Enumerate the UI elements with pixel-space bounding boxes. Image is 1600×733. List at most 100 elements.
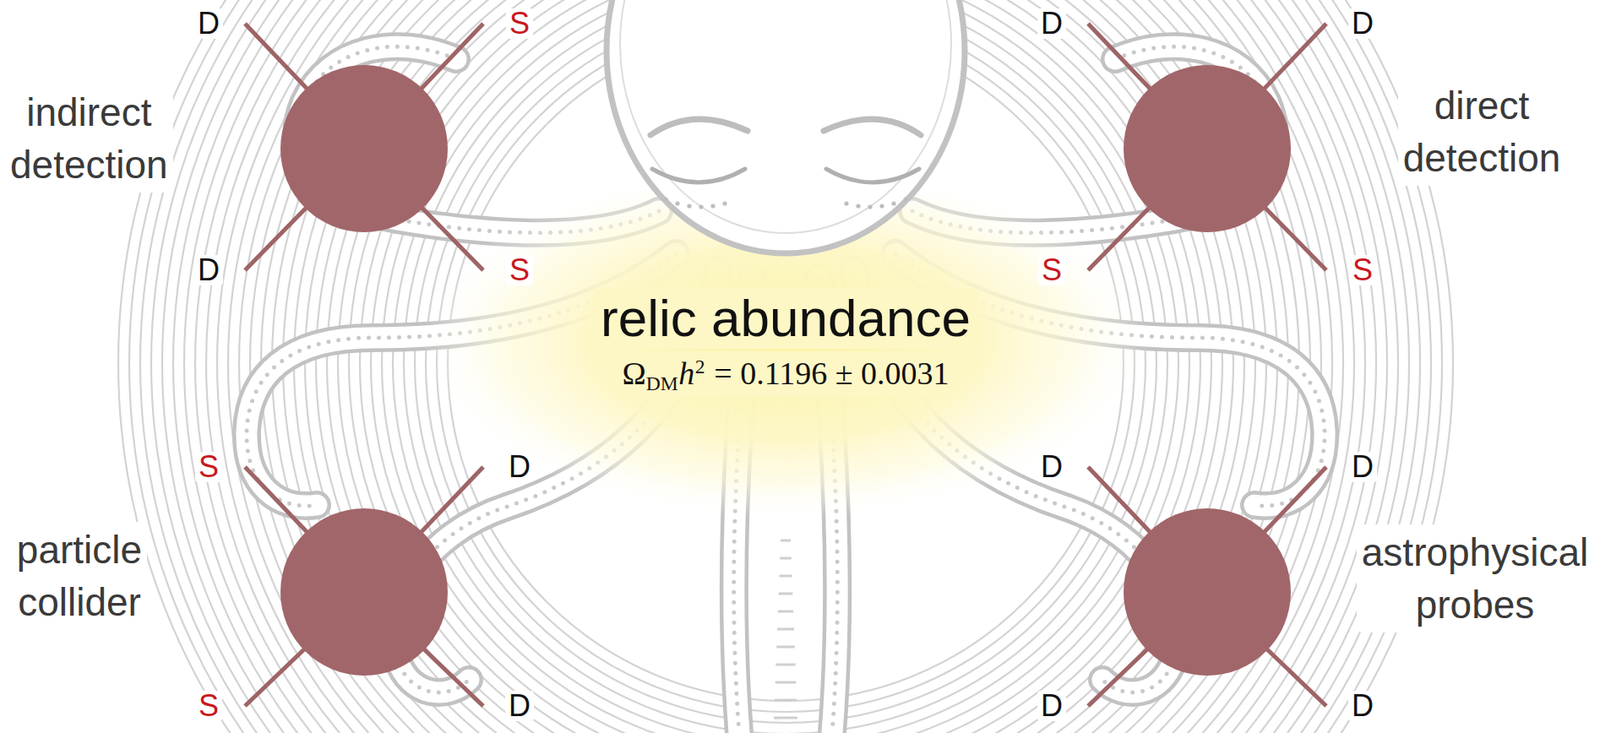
particle-label: D xyxy=(194,8,224,39)
particle-label-holder: D xyxy=(194,255,224,286)
probe-label: direct detection xyxy=(1398,77,1567,186)
face-dot xyxy=(867,204,872,209)
face-left xyxy=(650,119,748,209)
interaction-vertex: indirect detection xyxy=(280,65,448,233)
vertex-blob xyxy=(1123,65,1291,233)
particle-label: D xyxy=(1348,8,1377,39)
relic-heading: relic abundance xyxy=(592,288,980,349)
ring-line xyxy=(140,0,1432,733)
particle-label-holder: S xyxy=(506,8,534,39)
ring-lines xyxy=(118,0,1454,733)
head-outline xyxy=(606,0,965,254)
octopus-head xyxy=(606,0,965,254)
particle-label: D xyxy=(1037,691,1067,722)
particle-label: D xyxy=(505,691,534,722)
face-dot xyxy=(698,204,703,209)
probe-label-holder: indirect detection xyxy=(5,84,174,193)
face-dot xyxy=(674,201,680,206)
vertex-blob-frame xyxy=(1123,65,1291,233)
probe-label-holder: direct detection xyxy=(1398,77,1567,186)
head-inner-line xyxy=(620,0,952,234)
ring-line xyxy=(261,0,1311,733)
ladder-line xyxy=(776,646,795,649)
particle-label: S xyxy=(506,8,534,39)
ladder-line xyxy=(775,663,795,667)
particle-label-holder: D xyxy=(1037,8,1067,39)
formula-part: DM xyxy=(646,370,679,398)
ring-line xyxy=(173,0,1399,733)
particle-label: S xyxy=(195,691,223,722)
probe-label-holder: particle collider xyxy=(11,522,147,631)
particle-label: D xyxy=(1037,8,1067,39)
particle-label-holder: D xyxy=(1348,451,1377,483)
ring-line xyxy=(206,0,1366,733)
ring-line xyxy=(129,0,1443,733)
formula-part: = 0.1196 ± 0.0031 xyxy=(713,353,949,395)
ladder-line xyxy=(777,628,795,632)
particle-label-holder: D xyxy=(505,691,534,722)
particle-label: S xyxy=(506,255,534,286)
formula-part: 2 xyxy=(695,353,706,381)
particle-label-holder: D xyxy=(1348,8,1377,39)
face-dot xyxy=(843,201,849,206)
vertex-blob xyxy=(280,65,448,233)
formula-holder: ΩDMh2= 0.1196 ± 0.0031 xyxy=(613,351,958,397)
particle-label-holder: S xyxy=(195,691,223,722)
face-dot xyxy=(879,203,884,208)
closed-eye xyxy=(826,168,920,183)
face-right xyxy=(823,119,921,209)
face-dot xyxy=(710,203,715,208)
particle-label: S xyxy=(195,451,223,483)
particle-label-holder: S xyxy=(506,255,534,286)
vertex-blob-frame xyxy=(280,508,448,676)
ring-line xyxy=(118,0,1454,733)
eyebrow xyxy=(650,119,748,136)
particle-label-holder: S xyxy=(1349,255,1377,286)
face-dot xyxy=(663,196,668,202)
vertex-legs xyxy=(244,23,1327,707)
ring-line xyxy=(239,0,1333,733)
probe-label: indirect detection xyxy=(5,84,174,193)
particle-label: S xyxy=(1038,255,1066,286)
particle-label: D xyxy=(1348,691,1377,722)
probe-label: astrophysical probes xyxy=(1356,524,1594,633)
vertex-blob-frame xyxy=(1123,508,1291,676)
interaction-vertex: direct detection xyxy=(1123,65,1291,233)
eyebrow xyxy=(823,119,921,136)
particle-label-holder: D xyxy=(1037,451,1067,483)
ring-line xyxy=(228,0,1344,733)
ladder-line xyxy=(778,610,794,614)
particle-label-holder: D xyxy=(194,8,224,39)
ladder-line xyxy=(774,699,797,703)
ladder-lines xyxy=(773,540,798,719)
formula-part: Ω xyxy=(621,353,646,395)
ladder-line xyxy=(778,593,794,596)
closed-eye xyxy=(652,168,746,183)
ladder-line xyxy=(773,717,798,720)
face-dot xyxy=(903,196,908,202)
particle-label: D xyxy=(1037,451,1067,483)
particle-label-holder: D xyxy=(1037,691,1067,722)
ring-line xyxy=(250,0,1322,733)
particle-label: D xyxy=(1348,451,1377,483)
ring-line xyxy=(184,0,1388,733)
ring-line xyxy=(217,0,1355,733)
face-dot xyxy=(855,203,860,208)
interaction-vertex: astrophysical probes xyxy=(1123,508,1291,676)
probe-label-holder: astrophysical probes xyxy=(1356,524,1594,633)
face-dot xyxy=(686,203,692,208)
ladder-line xyxy=(779,557,792,561)
ladder-line xyxy=(775,681,797,685)
particle-label: D xyxy=(194,255,224,286)
relic-formula: ΩDMh2= 0.1196 ± 0.0031 xyxy=(613,351,958,397)
particle-label-holder: D xyxy=(505,451,534,483)
particle-label: S xyxy=(1349,255,1377,286)
vertex-blob xyxy=(280,508,448,676)
interaction-vertex: particle collider xyxy=(280,508,448,676)
vertex-blob-frame xyxy=(280,65,448,233)
vertex-blob xyxy=(1123,508,1291,676)
formula-part: h xyxy=(678,353,695,395)
particle-label-holder: S xyxy=(195,451,223,483)
ladder-line xyxy=(780,539,791,543)
ring-line xyxy=(151,0,1421,733)
